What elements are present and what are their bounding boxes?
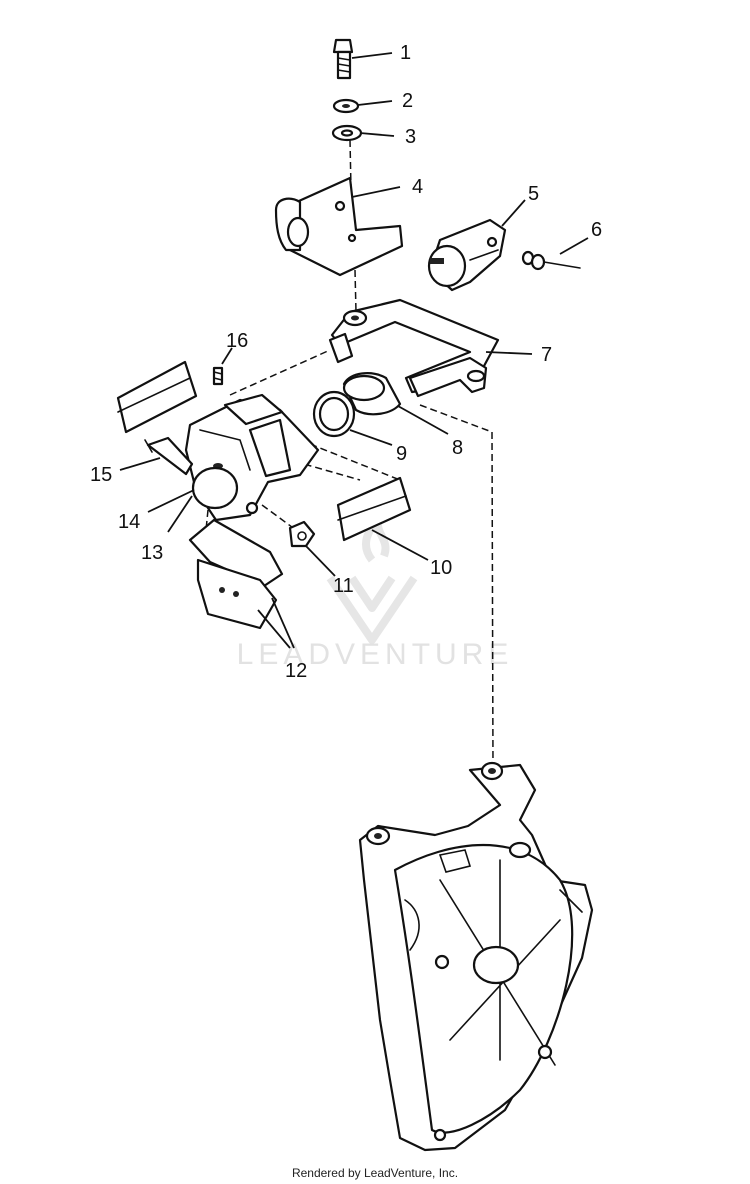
callout-labels: 1 2 3 4 5 6 7 8 9 10 11 12 13 14 15 16 (90, 42, 602, 682)
bolt (332, 38, 354, 80)
bleed-screw (212, 366, 224, 386)
callout-2: 2 (402, 90, 413, 112)
callout-9: 9 (396, 443, 407, 465)
adjuster-nut (288, 520, 316, 548)
callout-15: 15 (90, 464, 112, 486)
cable-bracket (427, 218, 507, 292)
piston-seal (312, 390, 356, 438)
chaincase-housing (358, 761, 594, 1152)
callout-16: 16 (226, 330, 248, 352)
callout-4: 4 (412, 176, 423, 198)
callout-5: 5 (528, 183, 539, 205)
watermark-text: LEADVENTURE (237, 638, 514, 671)
flat-washer (331, 124, 363, 142)
mounting-bracket (274, 176, 404, 277)
callout-14: 14 (118, 511, 140, 533)
callout-13: 13 (141, 542, 163, 564)
lock-washer (332, 98, 360, 114)
cable-end (521, 250, 581, 271)
pad-shim-right (336, 476, 412, 542)
caliper-frame (328, 298, 500, 398)
callout-10: 10 (430, 557, 452, 579)
callout-11: 11 (333, 575, 354, 597)
pad-shim-left (116, 360, 198, 434)
callout-3: 3 (405, 126, 416, 148)
callout-1: 1 (400, 42, 411, 64)
piston (342, 372, 402, 416)
footer-credit: Rendered by LeadVenture, Inc. (291, 1166, 459, 1180)
leader-lines (119, 52, 589, 649)
callout-7: 7 (541, 344, 552, 366)
brake-pads (188, 518, 284, 630)
brake-hose-fitting (144, 436, 194, 476)
callout-6: 6 (591, 219, 602, 241)
callout-8: 8 (452, 437, 463, 459)
caliper-piston-housing (191, 466, 259, 515)
callout-12: 12 (285, 660, 307, 682)
